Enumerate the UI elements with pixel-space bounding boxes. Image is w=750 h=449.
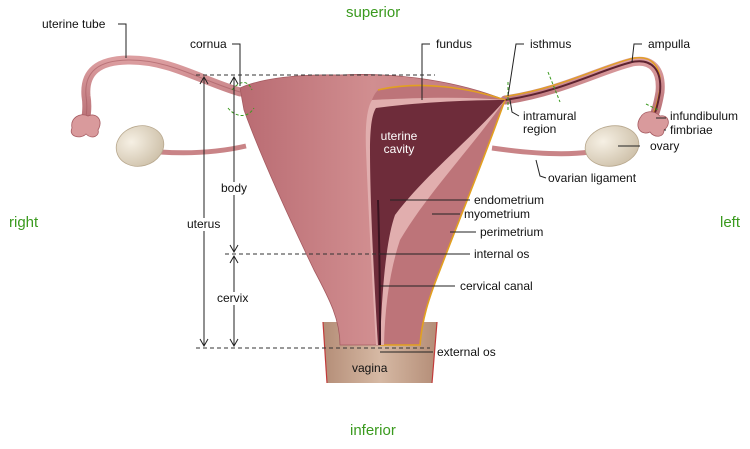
ovarian-ligament-label: ovarian ligament: [548, 171, 637, 185]
uterine-tube-label: uterine tube: [42, 17, 106, 31]
left-fimbriae: [637, 111, 669, 137]
intramural-region-label-line2: region: [523, 122, 557, 136]
intramural-region-label-line1: intramural: [523, 109, 577, 123]
right-ovarian-ligament: [159, 143, 247, 156]
infundibulum-label: infundibulum: [670, 109, 739, 123]
left-ovarian-ligament: [491, 145, 591, 157]
cervix-label: cervix: [216, 291, 250, 305]
perimetrium-outline: [377, 84, 507, 346]
ovary-label: ovary: [650, 139, 680, 153]
cornua-label: cornua: [190, 37, 227, 51]
left-uterine-tube: [500, 56, 669, 137]
dimension-arrows: [199, 75, 239, 348]
vagina-label: vagina: [352, 361, 388, 375]
ampulla-label: ampulla: [648, 37, 691, 51]
internal-os-label: internal os: [474, 247, 530, 261]
inferior-label: inferior: [350, 422, 396, 439]
endometrium-label: endometrium: [474, 193, 545, 207]
right-ovary: [115, 125, 165, 167]
uterine-cavity-shape: [370, 100, 505, 345]
myometrium-label: myometrium: [464, 207, 531, 221]
superior-label: superior: [346, 4, 401, 21]
perimetrium-label: perimetrium: [480, 225, 544, 239]
leader-lines: [118, 23, 666, 353]
cervical-canal-line: [377, 199, 381, 346]
right-uterine-tube: [70, 55, 245, 138]
uterine-cavity-label-line1: uterine: [380, 129, 418, 143]
fundus-label: fundus: [436, 37, 473, 51]
left-label: left: [720, 214, 741, 231]
uterus-label: uterus: [186, 217, 222, 231]
body-label: body: [220, 181, 249, 195]
cervical-canal-label: cervical canal: [460, 279, 533, 293]
fimbriae-label: fimbriae: [670, 123, 713, 137]
external-os-label: external os: [437, 345, 496, 359]
left-ovary: [584, 125, 640, 167]
isthmus-label: isthmus: [530, 37, 572, 51]
right-label: right: [9, 214, 39, 231]
right-fimbriae: [70, 114, 101, 138]
uterine-cavity-label-line2: cavity: [383, 142, 415, 156]
